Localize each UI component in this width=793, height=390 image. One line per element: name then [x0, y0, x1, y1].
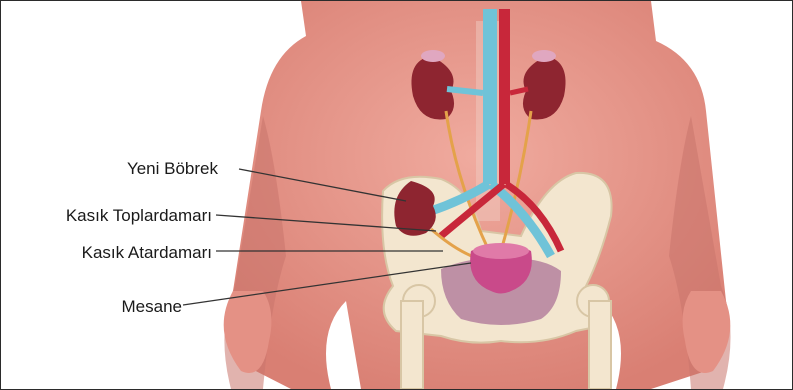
label-bladder: Mesane — [122, 297, 182, 317]
label-iliac-vein: Kasık Toplardamarı — [66, 206, 212, 226]
renal-vessels-left — [447, 89, 483, 93]
bladder-top — [473, 243, 529, 259]
label-new-kidney: Yeni Böbrek — [127, 159, 218, 179]
right-femur — [589, 301, 611, 389]
left-adrenal — [421, 50, 445, 62]
label-iliac-artery: Kasık Atardamarı — [82, 243, 212, 263]
right-adrenal — [532, 50, 556, 62]
left-femur — [401, 301, 423, 389]
aorta — [499, 9, 510, 184]
vena-cava — [483, 9, 497, 184]
